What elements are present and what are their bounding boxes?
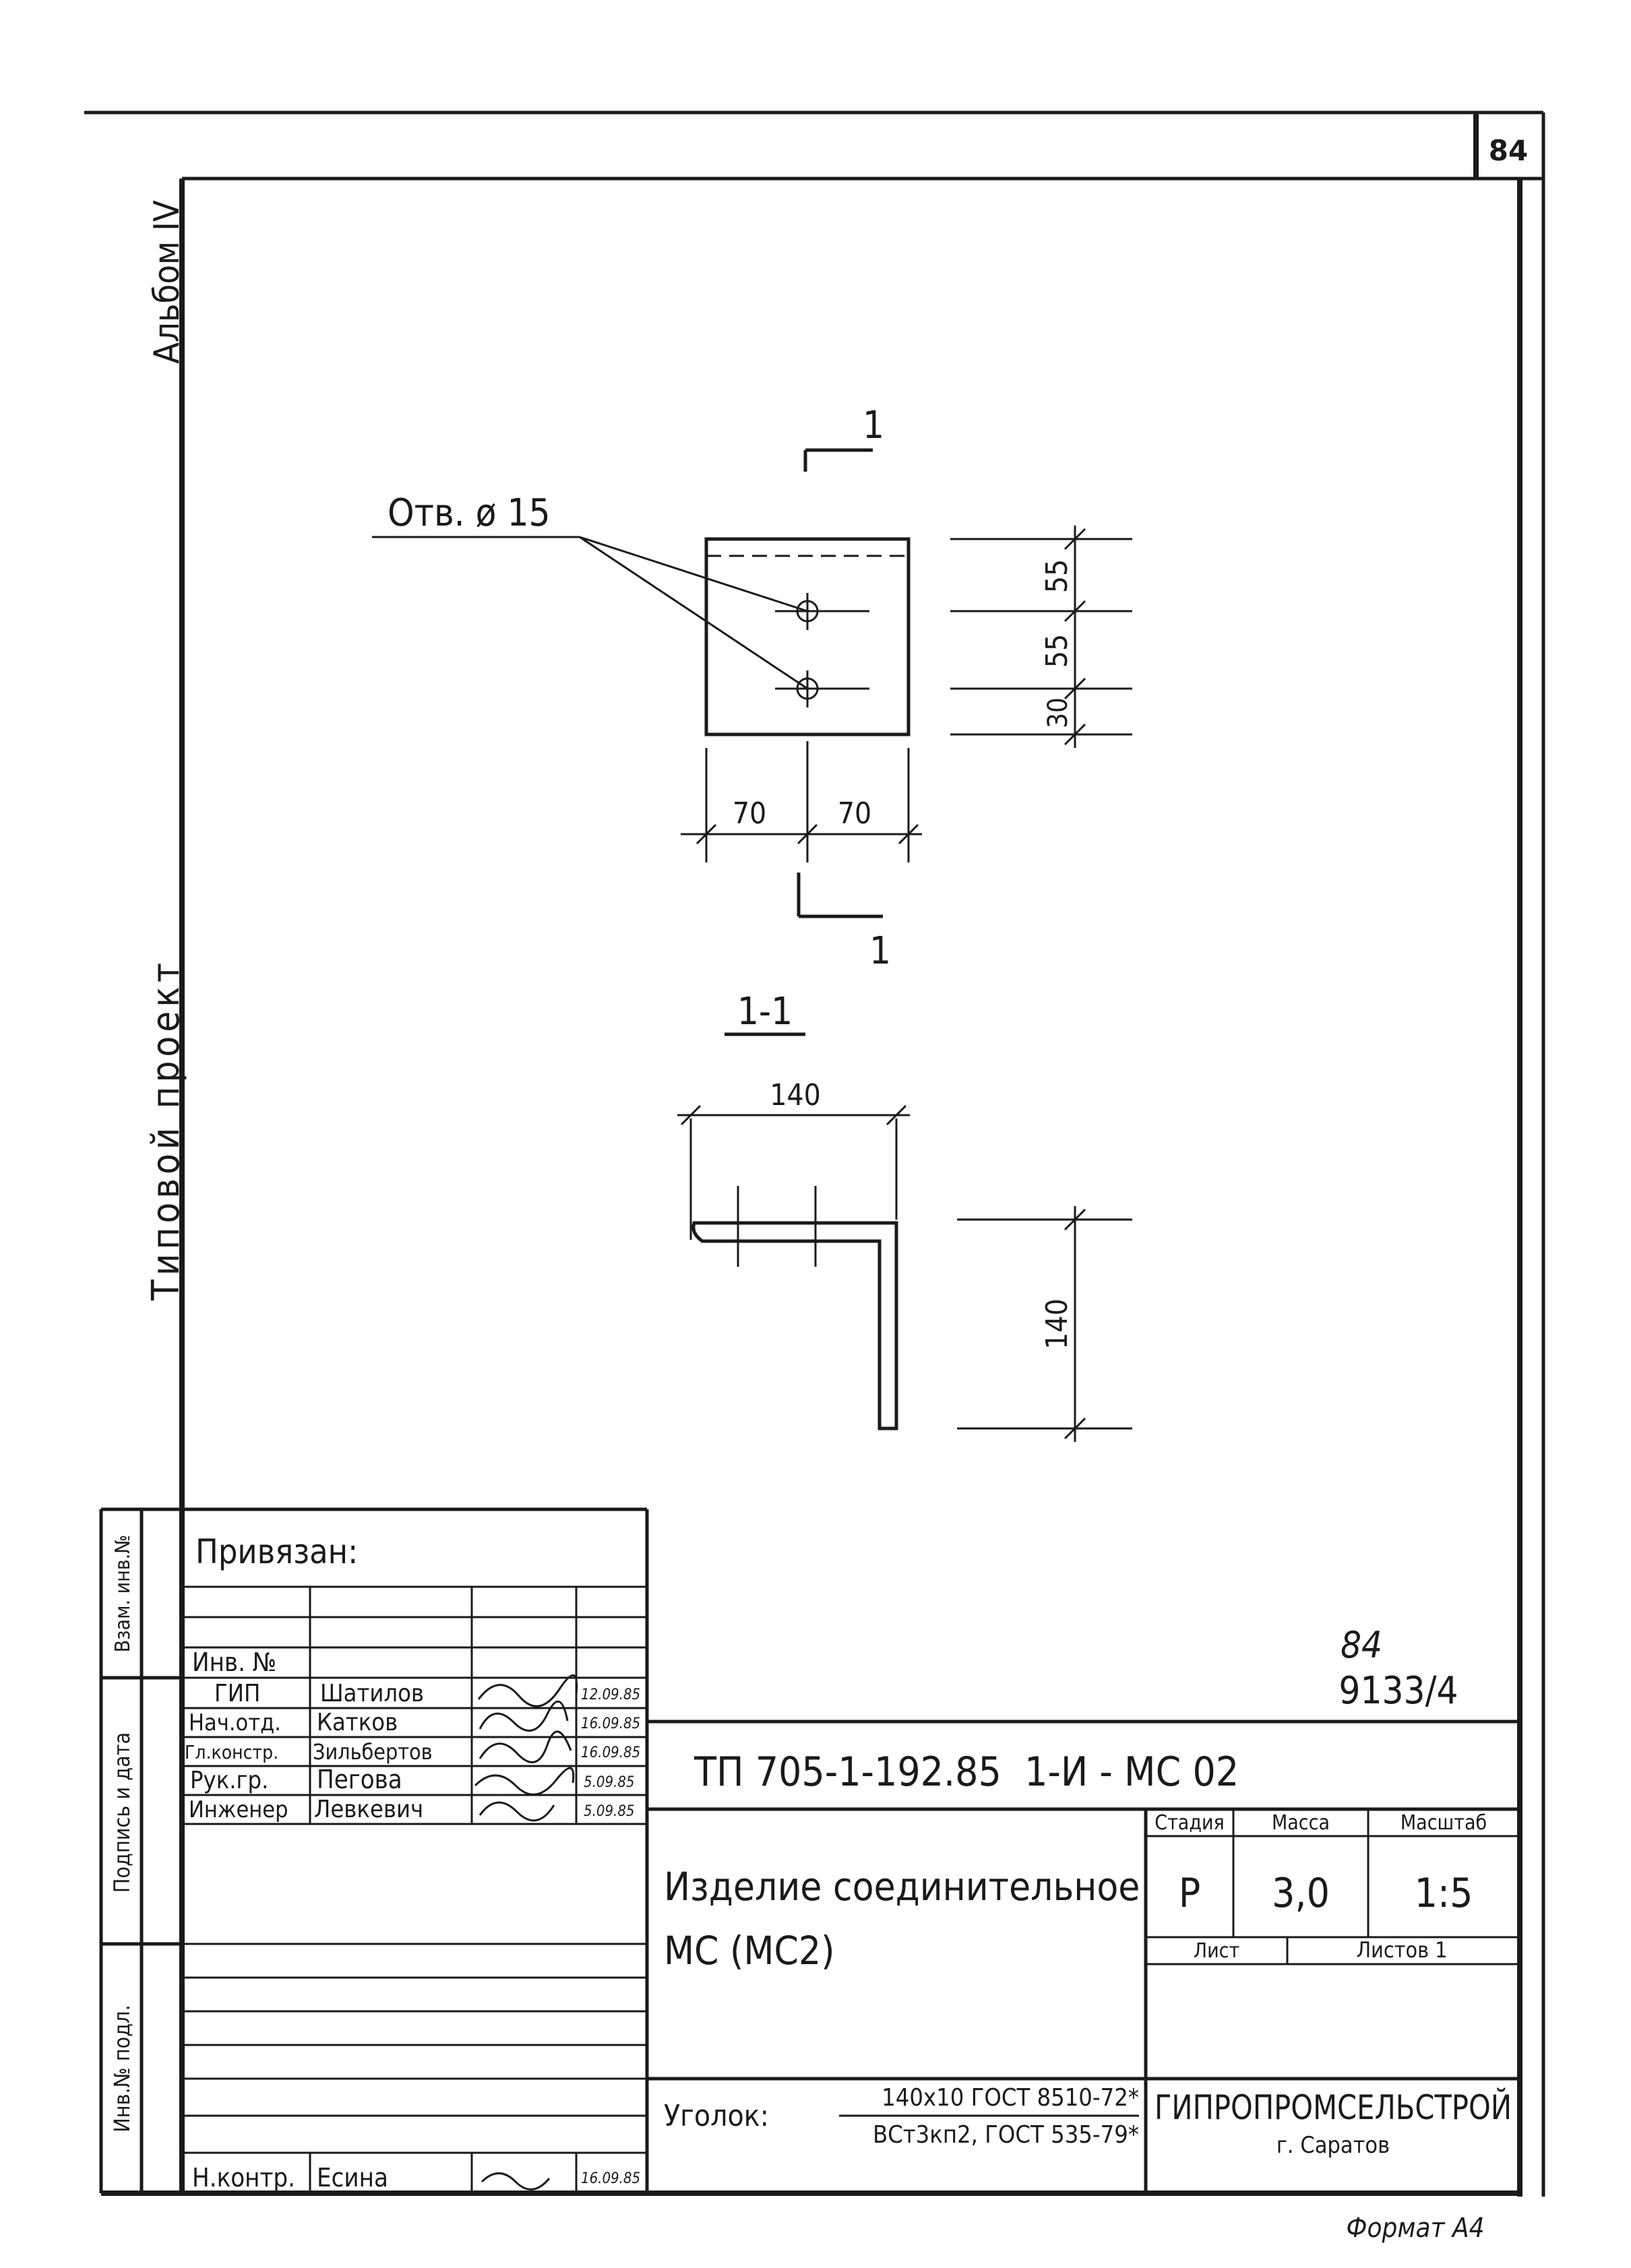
signature-row: ГИП Шатилов 12.09.85 bbox=[214, 1674, 640, 1707]
signature-row: Гл.констр. Зильбертов 16.09.85 bbox=[185, 1730, 640, 1765]
normcontrol-date: 16.09.85 bbox=[581, 2170, 640, 2187]
left-strip: Взам. инв.№ Подпись и дата Инв.№ подл. bbox=[99, 1507, 182, 2193]
signature-role: Гл.констр. bbox=[185, 1741, 278, 1763]
album-label: Альбом IV bbox=[147, 200, 187, 364]
material-line2: ВСт3кп2, ГОСТ 535-79* bbox=[873, 2121, 1139, 2149]
stage-header: Стадия bbox=[1155, 1811, 1225, 1835]
signature-mark bbox=[477, 1674, 578, 1707]
section-title: 1-1 bbox=[737, 990, 793, 1034]
signature-name: Левкевич bbox=[314, 1796, 423, 1823]
material-label: Уголок: bbox=[664, 2099, 769, 2133]
item-name-line2: МС (МС2) bbox=[664, 1928, 834, 1974]
binding-block: Привязан: Инв. № bbox=[182, 1507, 649, 2193]
mass-value: 3,0 bbox=[1272, 1870, 1330, 1917]
signature-role: ГИП bbox=[214, 1680, 260, 1707]
hole-label: Отв. ø 15 bbox=[388, 491, 551, 535]
signature-mark bbox=[479, 1730, 572, 1763]
doc-number-top: 84 bbox=[1341, 1624, 1382, 1666]
section-marker-top: 1 bbox=[863, 404, 884, 447]
signature-date: 12.09.85 bbox=[581, 1687, 640, 1703]
signature-name: Зильбертов bbox=[313, 1739, 433, 1765]
dim-height-30: 30 bbox=[1043, 697, 1074, 728]
organization: ГИПРОПРОМСЕЛЬСТРОЙ bbox=[1155, 2087, 1512, 2127]
designation: ТП 705-1-192.85 1-И - МС 02 bbox=[694, 1749, 1239, 1796]
signature-row: Рук.гр. Пегова 5.09.85 bbox=[190, 1765, 635, 1796]
signature-name: Катков bbox=[317, 1709, 398, 1736]
dim-height-55-top: 55 bbox=[1040, 559, 1074, 593]
signature-date: 5.09.85 bbox=[584, 1774, 635, 1791]
stage-value: Р bbox=[1179, 1870, 1201, 1917]
signature-name: Пегова bbox=[317, 1765, 402, 1794]
format-label: Формат А4 bbox=[1347, 2213, 1485, 2244]
signature-row: Нач.отд. Катков 16.09.85 bbox=[189, 1700, 640, 1736]
signatures-table: ГИП Шатилов 12.09.85 Нач.отд. Катков 16.… bbox=[182, 1674, 647, 2193]
signature-role: Инженер bbox=[189, 1796, 288, 1823]
sheet-number: 84 bbox=[1489, 134, 1528, 167]
normcontrol-name: Есина bbox=[317, 2163, 388, 2193]
item-name-line1: Изделие соединительное bbox=[664, 1864, 1140, 1910]
material-line1: 140х10 ГОСТ 8510-72* bbox=[882, 2084, 1139, 2112]
signature-role: Рук.гр. bbox=[190, 1767, 268, 1794]
section-view: 1-1 140 140 bbox=[677, 990, 1132, 1442]
plan-view: 1 1 Отв. ø 15 55 55 30 bbox=[372, 404, 1132, 973]
project-kind-label: Типовой проект bbox=[144, 959, 188, 1301]
section-marker-bottom: 1 bbox=[869, 929, 891, 973]
signature-mark bbox=[479, 1700, 569, 1732]
dim-height-55-bottom: 55 bbox=[1040, 634, 1074, 668]
signature-date: 16.09.85 bbox=[581, 1744, 640, 1761]
city: г. Саратов bbox=[1276, 2132, 1390, 2159]
signature-row: Инженер Левкевич 5.09.85 bbox=[189, 1796, 635, 1823]
title-block: 84 9133/4 ТП 705-1-192.85 1-И - МС 02 Ст… bbox=[647, 1624, 1520, 2193]
scale-header: Масштаб bbox=[1401, 1811, 1487, 1835]
mass-header: Масса bbox=[1272, 1811, 1330, 1835]
signature-name: Шатилов bbox=[320, 1680, 424, 1707]
signature-mark bbox=[474, 1767, 575, 1796]
strip-cell-3: Инв.№ подл. bbox=[109, 2005, 135, 2132]
dim-width-70-right: 70 bbox=[838, 796, 871, 831]
binding-label: Привязан: bbox=[195, 1532, 358, 1571]
normcontrol-row: Н.контр. Есина 16.09.85 bbox=[192, 2163, 640, 2193]
signature-role: Нач.отд. bbox=[189, 1709, 281, 1736]
dim-width-70-left: 70 bbox=[733, 796, 766, 831]
sheet-frame bbox=[84, 111, 1545, 2197]
scale-value: 1:5 bbox=[1415, 1870, 1473, 1917]
strip-cell-2: Подпись и дата bbox=[109, 1732, 135, 1893]
section-dim-width: 140 bbox=[770, 1078, 821, 1112]
normcontrol-role: Н.контр. bbox=[192, 2163, 295, 2193]
section-dim-height: 140 bbox=[1040, 1298, 1074, 1350]
signature-date: 5.09.85 bbox=[584, 1803, 635, 1820]
doc-number: 9133/4 bbox=[1338, 1669, 1458, 1713]
strip-cell-1: Взам. инв.№ bbox=[111, 1535, 135, 1653]
signature-date: 16.09.85 bbox=[581, 1715, 640, 1732]
sheet-label: Лист bbox=[1194, 1939, 1239, 1963]
sheets-label: Листов 1 bbox=[1357, 1937, 1448, 1963]
inv-label: Инв. № bbox=[192, 1647, 276, 1677]
signature-mark bbox=[481, 2172, 551, 2191]
signature-mark bbox=[479, 1801, 555, 1822]
